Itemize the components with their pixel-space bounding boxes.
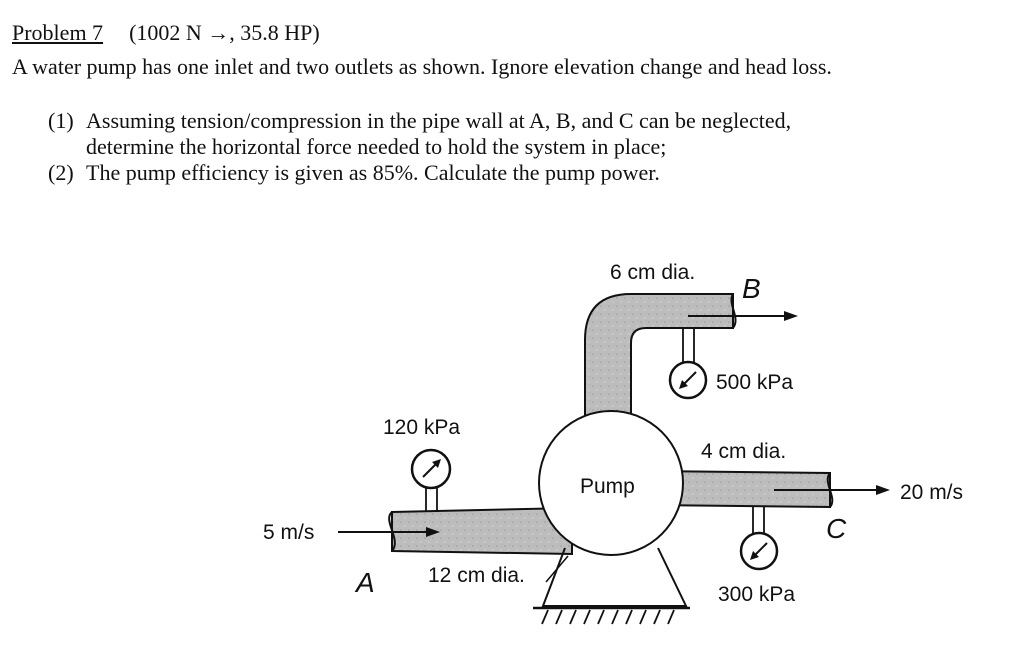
part-2: (2) The pump efficiency is given as 85%.…: [48, 160, 968, 186]
outlet-c-diameter-label: 4 cm dia.: [701, 440, 786, 463]
pump-label: Pump: [580, 475, 635, 498]
inlet-diameter-label: 12 cm dia.: [428, 564, 525, 587]
pressure-gauge-c: [739, 507, 779, 571]
pressure-gauge-b: [668, 328, 708, 400]
diameter-leader-a: [545, 555, 569, 583]
flow-arrow-c: [774, 485, 890, 495]
part-2-line-1: The pump efficiency is given as 85%. Cal…: [86, 160, 660, 185]
inlet-pressure-label: 120 kPa: [383, 416, 460, 439]
inlet-pipe-a: [388, 506, 573, 556]
problem-title: Problem 7: [12, 20, 104, 45]
part-1: (1) Assuming tension/compression in the …: [48, 108, 968, 160]
pump-body: [538, 410, 684, 556]
pump-support: [533, 547, 690, 625]
point-c-label: C: [826, 513, 847, 544]
part-1-line-2: determine the horizontal force needed to…: [86, 134, 667, 159]
problem-answer: (1002 N →, 35.8 HP): [129, 20, 320, 45]
outlet-c-pressure-label: 300 kPa: [718, 583, 795, 606]
outlet-c-velocity-label: 20 m/s: [900, 481, 963, 504]
inlet-velocity-label: 5 m/s: [263, 521, 314, 544]
point-b-label: B: [742, 273, 761, 304]
flow-arrow-b: [688, 311, 798, 321]
point-a-label: A: [354, 567, 375, 598]
outlet-b-pressure-label: 500 kPa: [716, 371, 793, 394]
ground-hatch: [541, 609, 675, 625]
outlet-b-diameter-label: 6 cm dia.: [610, 261, 695, 284]
pressure-gauge-a: [410, 448, 452, 512]
part-1-line-1: Assuming tension/compression in the pipe…: [86, 108, 792, 133]
problem-parts: (1) Assuming tension/compression in the …: [48, 108, 968, 186]
problem-header: Problem 7 (1002 N →, 35.8 HP): [12, 20, 320, 46]
outlet-pipe-b: [584, 293, 737, 441]
part-2-number: (2): [48, 160, 74, 185]
flow-arrow-a: [338, 527, 440, 537]
problem-statement: A water pump has one inlet and two outle…: [12, 54, 832, 79]
part-1-number: (1): [48, 108, 74, 133]
